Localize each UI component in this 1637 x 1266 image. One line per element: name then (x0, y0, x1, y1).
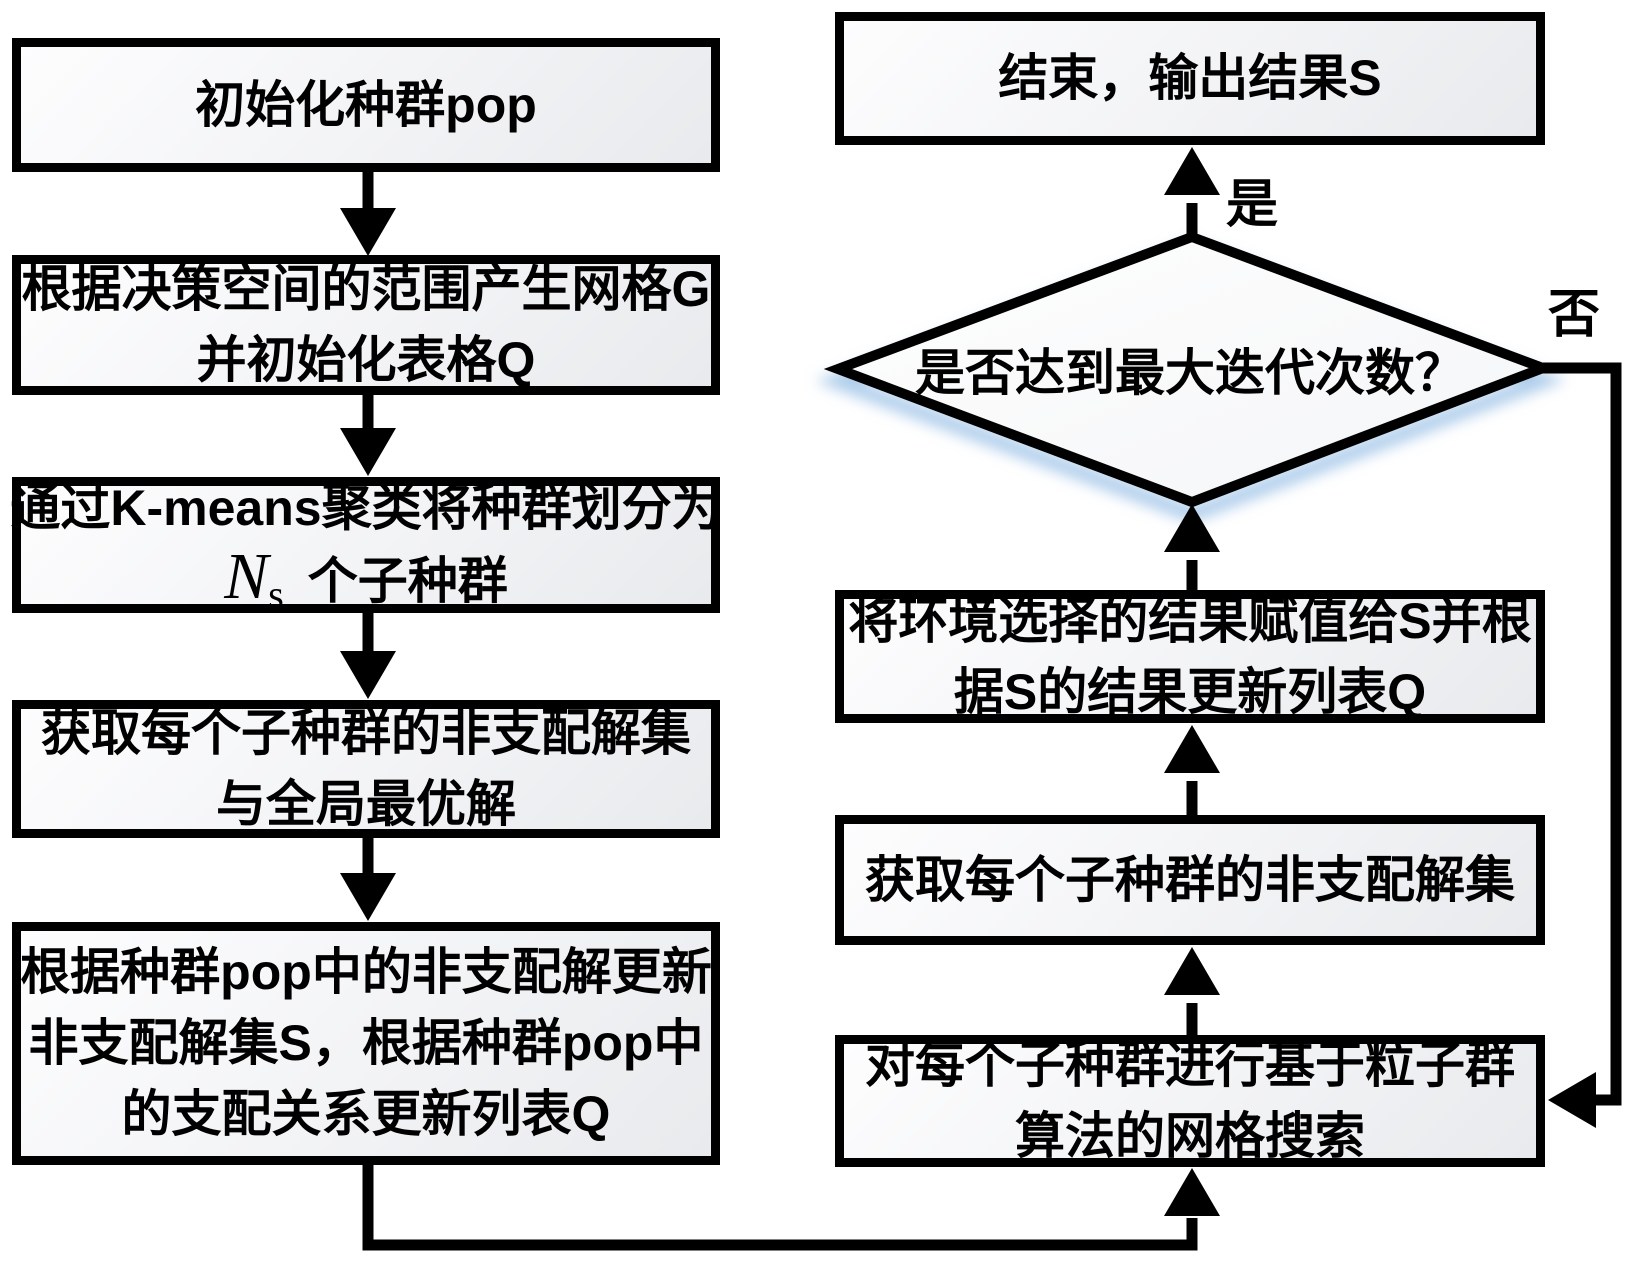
box-get-nondominated: 获取每个子种群的非支配解集 (835, 815, 1545, 945)
connector-no-path (1543, 362, 1622, 1106)
box-text: 根据种群pop中的非支配解更新 (20, 944, 712, 1000)
arrow-l4-l5-head (340, 873, 396, 921)
box-text: 获取每个子种群的非支配解集 (41, 705, 691, 761)
arrow-r3-r2-head (1164, 725, 1220, 773)
arrow-r4-r3-head (1164, 947, 1220, 995)
box-text: 与全局最优解 (216, 776, 516, 832)
box-text: 通过K-means聚类将种群划分为 (10, 480, 722, 536)
decision-diamond (823, 231, 1558, 508)
box-text: 的支配关系更新列表Q (121, 1086, 611, 1142)
box-update-archive: 根据种群pop中的非支配解更新 非支配解集S，根据种群pop中 的支配关系更新列… (12, 922, 720, 1165)
box-text: 个子种群 (307, 553, 508, 609)
box-subpop-nondominated-global: 获取每个子种群的非支配解集 与全局最优解 (12, 700, 720, 838)
box-pso-grid-search: 对每个子种群进行基于粒子群 算法的网格搜索 (835, 1035, 1545, 1167)
label-no: 否 (1548, 286, 1601, 344)
box-env-selection-update: 将环境选择的结果赋值给S并根 据S的结果更新列表Q (835, 590, 1545, 723)
box-text: 对每个子种群进行基于粒子群 (865, 1037, 1515, 1093)
arrow-l3-l4-head (340, 651, 396, 699)
arrow-decision-r1-head (1164, 147, 1220, 195)
box-text: 获取每个子种群的非支配解集 (865, 851, 1515, 908)
box-text: 算法的网格搜索 (1015, 1108, 1365, 1164)
box-text: 并初始化表格Q (196, 332, 536, 388)
box-initialize-population: 初始化种群pop (12, 38, 720, 172)
arrow-no-into-r4-head (1548, 1072, 1596, 1128)
box-text: 据S的结果更新列表Q (953, 663, 1427, 720)
connector-l5-to-r4 (362, 1160, 1198, 1251)
arrow-l1-l2-head (340, 208, 396, 256)
box-end-output: 结束，输出结果S (835, 12, 1545, 145)
label-yes: 是 (1226, 176, 1279, 234)
arrow-l2-l3-head (340, 428, 396, 476)
arrow-r2-decision-head (1164, 504, 1220, 552)
formula-n-symbol: N (224, 540, 269, 613)
box-generate-grid: 根据决策空间的范围产生网格G 并初始化表格Q (12, 255, 720, 395)
arrow-into-r4-bottom-head (1164, 1168, 1220, 1216)
box-text: 将环境选择的结果赋值给S并根 (848, 592, 1532, 649)
box-text: 根据决策空间的范围产生网格G (21, 261, 711, 317)
box-text: 结束，输出结果S (998, 50, 1382, 106)
decision-label: 是否达到最大迭代次数？ (915, 345, 1465, 401)
box-text: 初始化种群pop (195, 76, 537, 133)
formula-s-subscript: s (268, 572, 284, 617)
box-text: 非支配解集S，根据种群pop中 (28, 1015, 704, 1071)
